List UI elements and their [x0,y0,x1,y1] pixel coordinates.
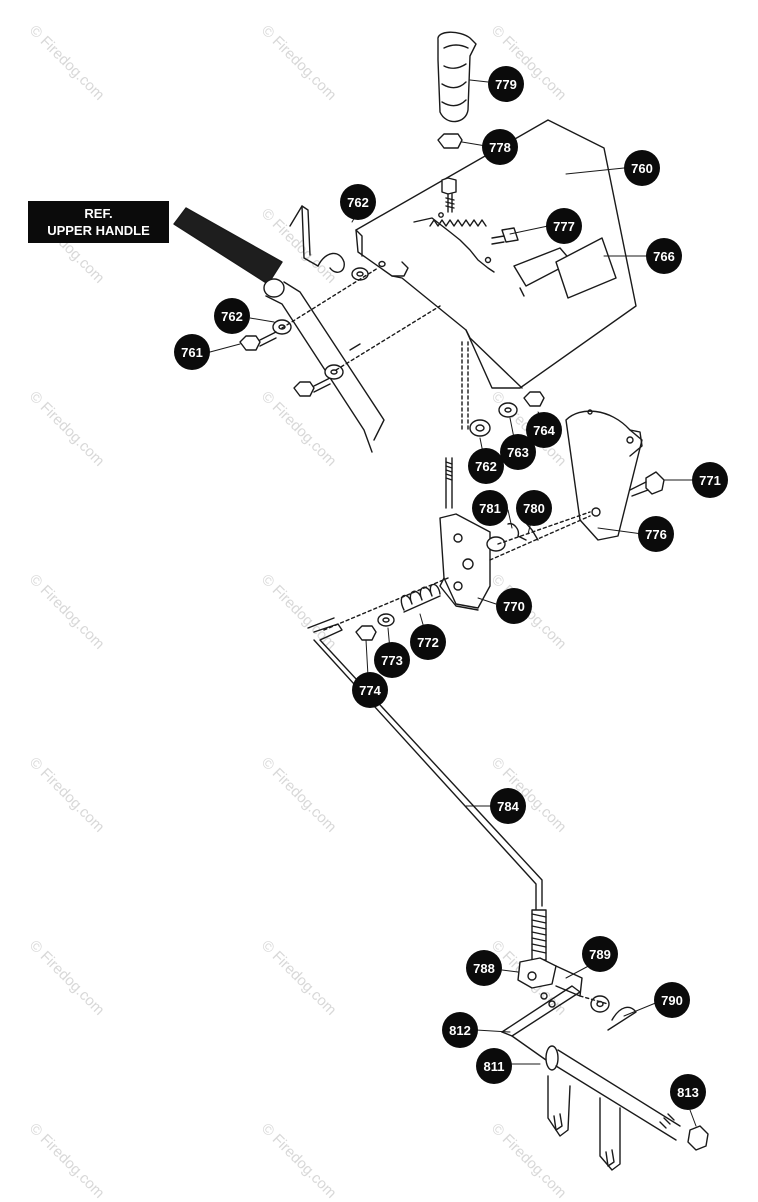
callout-label: 762 [475,459,497,474]
callout-781: 781 [472,490,508,526]
callout-label: 761 [181,345,203,360]
shift-rod [445,341,469,509]
callout-760: 760 [624,150,660,186]
rod-swivel [517,957,583,1008]
callout-778: 778 [482,129,518,165]
callout-777: 777 [546,208,582,244]
callout-789: 789 [582,936,618,972]
lower-fasteners [579,995,637,1031]
callout-762-lower: 762 [468,448,504,484]
callout-774: 774 [352,672,388,708]
callout-label: 813 [677,1085,699,1100]
callout-label: 773 [381,653,403,668]
shift-rod-long [307,617,547,961]
reference-label-line2: UPPER HANDLE [47,223,150,238]
callout-label: 779 [495,77,517,92]
shift-bracket [565,409,643,541]
jam-nut [437,133,463,213]
callout-761: 761 [174,334,210,370]
shift-knob [437,31,477,123]
reference-label-upper-handle: REF. UPPER HANDLE [28,201,169,243]
callout-811: 811 [476,1048,512,1084]
fasteners-upper-left [239,260,441,397]
callout-776: 776 [638,516,674,552]
callout-780: 780 [516,490,552,526]
callout-label: 774 [359,683,381,698]
callout-766: 766 [646,238,682,274]
callout-label: 763 [507,445,529,460]
callout-label: 772 [417,635,439,650]
spring-assembly [323,577,449,641]
callout-764: 764 [526,412,562,448]
callout-label: 784 [497,799,519,814]
callout-763: 763 [500,434,536,470]
shift-shaft [501,985,709,1171]
callout-770: 770 [496,588,532,624]
callout-label: 777 [553,219,575,234]
callout-label: 760 [631,161,653,176]
upper-handle-grip [173,207,385,453]
callout-label: 776 [645,527,667,542]
callout-790: 790 [654,982,690,1018]
shift-plate [439,513,491,611]
callout-label: 766 [653,249,675,264]
reference-label-line1: REF. [84,206,113,221]
handle-bracket [289,205,345,273]
hitch-pins [486,511,591,561]
callout-788: 788 [466,950,502,986]
washer-stack [469,391,545,437]
callout-771: 771 [692,462,728,498]
callout-label: 789 [589,947,611,962]
callout-762-left: 762 [214,298,250,334]
callout-label: 771 [699,473,721,488]
callout-779: 779 [488,66,524,102]
callout-label: 811 [484,1059,505,1074]
callout-812: 812 [442,1012,478,1048]
callout-762-upper: 762 [340,184,376,220]
panel-bolt [484,227,519,264]
callout-label: 781 [479,501,501,516]
callout-label: 812 [449,1023,471,1038]
indicator-plate [513,237,617,299]
callout-label: 764 [533,423,555,438]
callout-label: 778 [489,140,511,155]
callout-label: 780 [523,501,545,516]
callout-label: 762 [221,309,243,324]
callout-label: 790 [661,993,683,1008]
callout-772: 772 [410,624,446,660]
bracket-bolt [629,471,665,497]
callout-label: 770 [503,599,525,614]
control-panel [355,119,637,389]
callout-label: 788 [473,961,495,976]
callout-784: 784 [490,788,526,824]
callout-813: 813 [670,1074,706,1110]
callout-label: 762 [347,195,369,210]
callout-773: 773 [374,642,410,678]
